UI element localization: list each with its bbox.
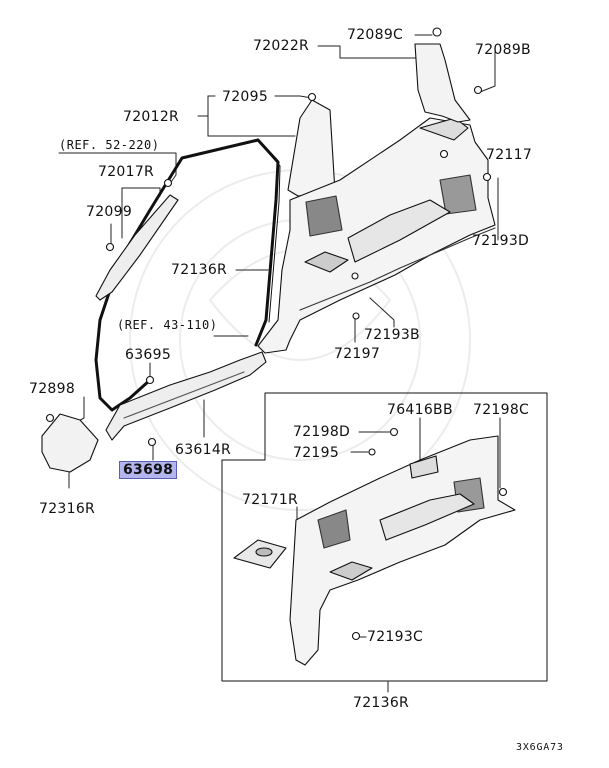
callout-72089b: 72089B bbox=[475, 42, 531, 58]
fasteners bbox=[45, 27, 508, 641]
callout-72022r: 72022R bbox=[253, 38, 310, 54]
callout-72193c: 72193C bbox=[367, 629, 424, 645]
callout-72198d: 72198D bbox=[293, 424, 351, 440]
callout-76416bb: 76416BB bbox=[387, 402, 453, 418]
ref-43-110: (REF. 43-110) bbox=[117, 318, 218, 332]
callout-72316r: 72316R bbox=[39, 501, 96, 517]
detail-frame bbox=[221, 392, 548, 682]
callout-72017r: 72017R bbox=[98, 164, 155, 180]
drawing-code: 3X6GA73 bbox=[516, 742, 564, 753]
callout-63695: 63695 bbox=[125, 347, 172, 363]
scuff-plate bbox=[105, 351, 267, 441]
callout-72117: 72117 bbox=[486, 147, 533, 163]
kick-panel bbox=[41, 413, 99, 473]
callout-72136r-bottom: 72136R bbox=[353, 695, 410, 711]
callout-72012r: 72012R bbox=[123, 109, 180, 125]
ref-52-220: (REF. 52-220) bbox=[59, 138, 160, 152]
callout-72171r: 72171R bbox=[242, 492, 299, 508]
callout-72089c: 72089C bbox=[347, 27, 404, 43]
callout-72095: 72095 bbox=[222, 89, 269, 105]
quarter-trim-upper bbox=[257, 99, 496, 354]
quarter-trim-lower bbox=[289, 435, 516, 666]
callout-63698-highlighted[interactable]: 63698 bbox=[119, 461, 178, 479]
callout-72195: 72195 bbox=[293, 445, 340, 461]
b-pillar-trim bbox=[95, 194, 179, 301]
callout-72099: 72099 bbox=[86, 204, 133, 220]
callout-72193b: 72193B bbox=[364, 327, 420, 343]
callout-72136r-top: 72136R bbox=[171, 262, 228, 278]
callout-63614r: 63614R bbox=[175, 442, 232, 458]
callout-72898: 72898 bbox=[29, 381, 76, 397]
callout-72197: 72197 bbox=[334, 346, 381, 362]
upper-pillar bbox=[414, 43, 471, 123]
callout-72193d: 72193D bbox=[472, 233, 530, 249]
callout-72198c: 72198C bbox=[473, 402, 530, 418]
